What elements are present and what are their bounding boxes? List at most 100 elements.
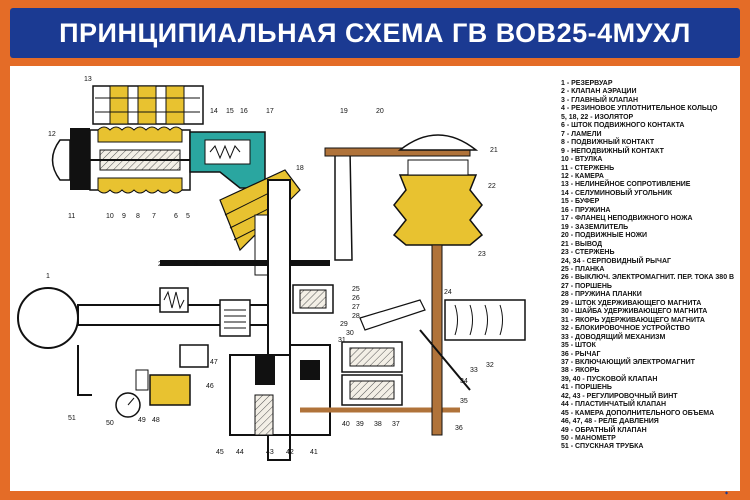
- callout-5: 5: [186, 213, 190, 220]
- legend-item: 26 - ВЫКЛЮЧ. ЭЛЕКТРОМАГНИТ. ПЕР. ТОКА 38…: [561, 274, 735, 282]
- callout-49: 49: [138, 417, 146, 424]
- legend-item: 50 - МАНОМЕТР: [561, 435, 616, 443]
- callout-45: 45: [216, 449, 224, 456]
- legend-item: 41 - ПОРШЕНЬ: [561, 384, 612, 392]
- callout-20: 20: [376, 108, 384, 115]
- legend-item: 51 - СПУСКНАЯ ТРУБКА: [561, 443, 644, 451]
- callout-12: 12: [48, 131, 56, 138]
- electromagnets: [341, 341, 403, 406]
- callout-4: 4: [212, 261, 216, 268]
- legend-item: 13 - НЕЛИНЕЙНОЕ СОПРОТИВЛЕНИЕ: [561, 181, 691, 189]
- grounding-switch: [324, 134, 479, 261]
- callout-40: 40: [342, 421, 350, 428]
- legend-item: 12 - КАМЕРА: [561, 172, 604, 180]
- pressure-relay: [115, 344, 209, 418]
- callout-18: 18: [296, 165, 304, 172]
- arc-chamber: [51, 126, 266, 194]
- legend-item: 33 - ДОВОДЯЩИЙ МЕХАНИЗМ: [561, 333, 666, 341]
- legend-item: 36 - РЫЧАГ: [561, 350, 601, 358]
- callout-8: 8: [136, 213, 140, 220]
- callout-34: 34: [460, 378, 468, 385]
- callout-9: 9: [122, 213, 126, 220]
- legend-item: 3 - ГЛАВНЫЙ КЛАПАН: [561, 96, 639, 104]
- callout-24: 24: [444, 289, 452, 296]
- legend-item: 42, 43 - РЕГУЛИРОВОЧНЫЙ ВИНТ: [561, 392, 678, 400]
- legend-item: 28 - ПРУЖИНА ПЛАНКИ: [561, 291, 642, 299]
- callout-10: 10: [106, 213, 114, 220]
- callout-50: 50: [106, 420, 114, 427]
- callout-14: 14: [210, 108, 218, 115]
- legend-item: 11 - СТЕРЖЕНЬ: [561, 164, 615, 172]
- logo-mark: ◆: [725, 490, 729, 495]
- legend-item: 25 - ПЛАНКА: [561, 265, 605, 273]
- callout-35: 35: [460, 398, 468, 405]
- legend-item: 5, 18, 22 - ИЗОЛЯТОР: [561, 113, 634, 121]
- callout-33: 33: [470, 367, 478, 374]
- callout-23: 23: [478, 251, 486, 258]
- callout-43: 43: [266, 449, 274, 456]
- callout-37: 37: [392, 421, 400, 428]
- callout-42: 42: [286, 449, 294, 456]
- legend-item: 9 - НЕПОДВИЖНЫЙ КОНТАКТ: [561, 147, 664, 155]
- legend-item: 7 - ЛАМЕЛИ: [561, 130, 602, 138]
- insulator-22: [392, 159, 484, 246]
- callout-47: 47: [210, 359, 218, 366]
- callout-51: 51: [68, 415, 76, 422]
- callout-7: 7: [152, 213, 156, 220]
- legend-item: 10 - ВТУЛКА: [561, 156, 603, 164]
- legend-item: 1 - РЕЗЕРВУАР: [561, 80, 613, 87]
- legend-item: 38 - ЯКОРЬ: [561, 367, 600, 375]
- legend-item: 45 - КАМЕРА ДОПОЛНИТЕЛЬНОГО ОБЪЕМА: [561, 409, 715, 417]
- callout-32: 32: [486, 362, 494, 369]
- legend-item: 16 - ПРУЖИНА: [561, 206, 611, 214]
- callout-26: 26: [352, 295, 360, 302]
- callout-36: 36: [455, 425, 463, 432]
- legend-item: 20 - ПОДВИЖНЫЕ НОЖИ: [561, 232, 648, 240]
- callout-46: 46: [206, 383, 214, 390]
- callout-27: 27: [352, 304, 360, 311]
- callout-28: 28: [352, 313, 360, 320]
- callout-19: 19: [340, 108, 348, 115]
- callout-30: 30: [346, 330, 354, 337]
- legend-item: 2 - КЛАПАН АЭРАЦИИ: [561, 88, 637, 96]
- callout-11: 11: [68, 213, 75, 220]
- legend-item: 31 - ЯКОРЬ УДЕРЖИВАЮЩЕГО МАГНИТА: [561, 316, 705, 324]
- base-plate: [160, 260, 330, 266]
- legend-item: 17 - ФЛАНЕЦ НЕПОДВИЖНОГО НОЖА: [561, 215, 693, 223]
- legend-item: 32 - БЛОКИРОВОЧНОЕ УСТРОЙСТВО: [561, 325, 690, 333]
- legend-item: 4 - РЕЗИНОВОЕ УПЛОТНИТЕЛЬНОЕ КОЛЬЦО: [561, 105, 718, 113]
- legend-item: 8 - ПОДВИЖНЫЙ КОНТАКТ: [561, 139, 655, 147]
- legend-item: 44 - ПЛАСТИНЧАТЫЙ КЛАПАН: [561, 401, 667, 409]
- legend-item: 39, 40 - ПУСКОВОЙ КЛАПАН: [561, 375, 658, 383]
- callout-16: 16: [240, 108, 248, 115]
- legend-item: 49 - ОБРАТНЫЙ КЛАПАН: [561, 426, 647, 434]
- legend-item: 6 - ШТОК ПОДВИЖНОГО КОНТАКТА: [561, 122, 685, 130]
- nonlinear-resistor: [92, 85, 204, 125]
- lever-mechanism: [359, 299, 526, 391]
- callout-17: 17: [266, 108, 274, 115]
- legend-item: 23 - СТЕРЖЕНЬ: [561, 249, 615, 257]
- legend-item: 14 - СЕЛУМИНОВЫЙ УГОЛЬНИК: [561, 189, 673, 197]
- callout-6: 6: [174, 213, 178, 220]
- callout-2: 2: [158, 261, 162, 268]
- legend-item: 37 - ВКЛЮЧАЮЩИЙ ЭЛЕКТРОМАГНИТ: [561, 358, 695, 366]
- callout-39: 39: [356, 421, 364, 428]
- callout-38: 38: [374, 421, 382, 428]
- vertical-rod: [431, 244, 443, 436]
- callout-21: 21: [490, 147, 498, 154]
- drive-block: [229, 284, 334, 436]
- legend-item: 27 - ПОРШЕНЬ: [561, 282, 612, 290]
- legend-item: 30 - ШАЙБА УДЕРЖИВАЮЩЕГО МАГНИТА: [561, 308, 708, 316]
- valves: [159, 287, 251, 337]
- callout-22: 22: [488, 183, 496, 190]
- callout-3: 3: [194, 261, 198, 268]
- callout-15: 15: [226, 108, 234, 115]
- legend-item: 29 - ШТОК УДЕРЖИВАЮЩЕГО МАГНИТА: [561, 299, 702, 307]
- legend-item: 19 - ЗАЗЕМЛИТЕЛЬ: [561, 223, 629, 231]
- callout-29: 29: [340, 321, 348, 328]
- callout-31: 31: [338, 337, 346, 344]
- legend-item: 46, 47, 48 - РЕЛЕ ДАВЛЕНИЯ: [561, 418, 659, 426]
- page-title: ПРИНЦИПИАЛЬНАЯ СХЕМА ГВ ВОВ25-4МУХЛ: [10, 8, 740, 58]
